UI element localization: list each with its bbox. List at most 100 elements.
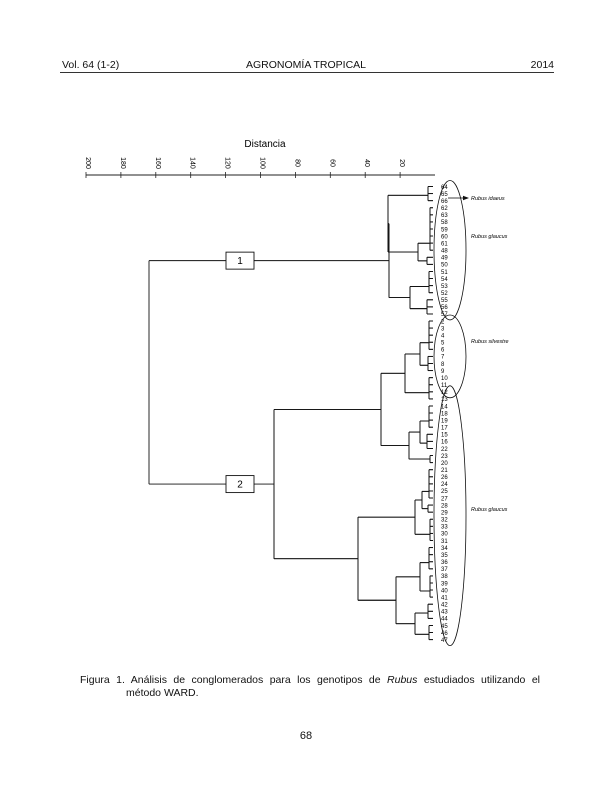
axis-tick-label: 20 <box>398 159 405 167</box>
leaf-label: 58 <box>441 220 448 226</box>
leaf-label: 65 <box>441 192 448 198</box>
species-label: Rubus glaucus <box>471 234 508 240</box>
cluster-box <box>225 475 255 494</box>
leaf-label: 53 <box>441 284 448 290</box>
leaf-label: 54 <box>441 277 448 283</box>
axis-tick-label: 80 <box>293 159 300 167</box>
leaf-label: 30 <box>441 532 448 538</box>
cluster-box <box>225 251 255 270</box>
header-rule <box>60 72 554 73</box>
leaf-label: 2 <box>441 319 445 325</box>
leaf-labels: 6465666263585960614849505154535255565723… <box>441 185 448 644</box>
leaf-label: 36 <box>441 560 448 566</box>
leaf-label: 4 <box>441 333 445 339</box>
cluster-number: 1 <box>237 256 243 267</box>
leaf-label: 57 <box>441 312 448 318</box>
leaf-label: 11 <box>441 383 448 389</box>
leaf-label: 62 <box>441 206 448 212</box>
leaf-label: 18 <box>441 411 448 417</box>
running-header-year: 2014 <box>530 59 554 71</box>
leaf-label: 7 <box>441 355 445 361</box>
leaf-label: 49 <box>441 256 448 262</box>
leaf-label: 3 <box>441 326 445 332</box>
dendrogram-links <box>148 186 433 641</box>
leaf-label: 38 <box>441 574 448 580</box>
axis-tick-label: 100 <box>259 157 266 169</box>
group-ellipse <box>433 314 467 399</box>
leaf-label: 8 <box>441 362 445 368</box>
running-header-volume: Vol. 64 (1-2) <box>62 59 120 71</box>
leaf-label: 20 <box>441 461 448 467</box>
leaf-label: 16 <box>441 440 448 446</box>
leaf-label: 28 <box>441 503 448 509</box>
leaf-label: 17 <box>441 426 448 432</box>
leaf-label: 33 <box>441 525 448 531</box>
leaf-label: 48 <box>441 249 448 255</box>
leaf-label: 15 <box>441 433 448 439</box>
caption-genus: Rubus <box>387 674 418 686</box>
axis-tick-label: 60 <box>328 159 335 167</box>
group-ellipses <box>433 180 467 647</box>
leaf-label: 14 <box>441 404 448 410</box>
leaf-label: 56 <box>441 305 448 311</box>
species-label: Rubus idaeus <box>471 196 505 202</box>
leaf-label: 47 <box>441 638 448 644</box>
group-ellipse <box>433 180 467 321</box>
leaf-label: 50 <box>441 263 448 269</box>
distance-axis: 200 180 160 140 120 100 80 60 40 20 <box>84 157 435 178</box>
leaf-label: 10 <box>441 376 448 382</box>
caption-suffix: estudiados utilizando el <box>417 674 540 686</box>
leaf-label: 21 <box>441 468 448 474</box>
leaf-label: 43 <box>441 610 448 616</box>
leaf-label: 32 <box>441 518 448 524</box>
leaf-label: 63 <box>441 213 448 219</box>
leaf-label: 19 <box>441 418 448 424</box>
leaf-label: 34 <box>441 546 448 552</box>
leaf-label: 44 <box>441 617 448 623</box>
leaf-label: 35 <box>441 553 448 559</box>
leaf-label: 13 <box>441 397 448 403</box>
leaf-label: 64 <box>441 185 448 191</box>
arrow-head-icon <box>463 195 469 201</box>
leaf-label: 45 <box>441 624 448 630</box>
leaf-label: 6 <box>441 348 445 354</box>
running-header-journal: AGRONOMÍA TROPICAL <box>246 59 366 71</box>
axis-tick-label: 40 <box>363 159 370 167</box>
leaf-label: 61 <box>441 241 448 247</box>
group-ellipse <box>433 385 467 647</box>
axis-tick-label: 120 <box>224 157 231 169</box>
leaf-label: 27 <box>441 496 448 502</box>
leaf-label: 31 <box>441 539 448 545</box>
page-number: 68 <box>299 730 313 742</box>
leaf-label: 40 <box>441 588 448 594</box>
leaf-label: 29 <box>441 510 448 516</box>
caption-prefix: Figura 1. Análisis de conglomerados para… <box>80 674 388 686</box>
leaf-label: 24 <box>441 482 448 488</box>
axis-tick-label: 200 <box>84 157 91 169</box>
leaf-label: 23 <box>441 454 448 460</box>
leaf-label: 52 <box>441 291 448 297</box>
leaf-label: 46 <box>441 631 448 637</box>
leaf-label: 60 <box>441 234 448 240</box>
leaf-label: 51 <box>441 270 448 276</box>
figure-caption: Figura 1. Análisis de conglomerados para… <box>80 674 540 700</box>
leaf-label: 39 <box>441 581 448 587</box>
axis-tick-label: 180 <box>119 157 126 169</box>
leaf-label: 59 <box>441 227 448 233</box>
leaf-label: 41 <box>441 595 448 601</box>
axis-tick-label: 160 <box>154 157 161 169</box>
leaf-label: 42 <box>441 603 448 609</box>
axis-tick-label: 140 <box>189 157 196 169</box>
species-label: Rubus glaucus <box>471 507 508 513</box>
leaf-label: 37 <box>441 567 448 573</box>
species-label: Rubus silvestre <box>471 339 509 345</box>
cluster-number: 2 <box>237 480 243 491</box>
leaf-label: 55 <box>441 298 448 304</box>
leaf-label: 22 <box>441 447 448 453</box>
leaf-label: 26 <box>441 475 448 481</box>
leaf-label: 66 <box>441 199 448 205</box>
leaf-label: 9 <box>441 369 445 375</box>
leaf-label: 25 <box>441 489 448 495</box>
